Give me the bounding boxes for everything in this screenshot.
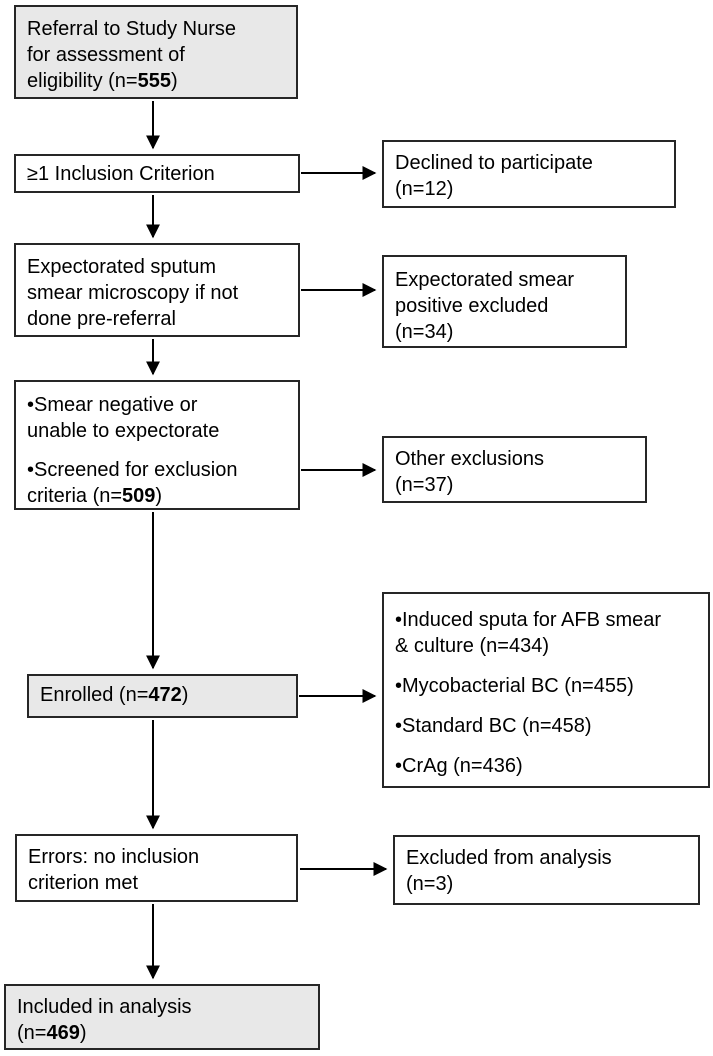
box-text-line: Referral to Study Nurse — [27, 18, 236, 40]
bullet-item: •Smear negative or unable to expectorate — [27, 394, 220, 442]
box-text-line: ≥1 Inclusion Criterion — [27, 163, 215, 185]
box-text-line: Included in analysis — [17, 996, 192, 1018]
bullet-item: •Standard BC (n=458) — [395, 715, 592, 737]
box-text-line: (n=37) — [395, 474, 454, 496]
box-text-line: (n=469) — [17, 1022, 87, 1044]
box-screened: •Smear negative or unable to expectorate… — [14, 380, 300, 510]
bullet-item: •Mycobacterial BC (n=455) — [395, 675, 634, 697]
box-text-line: Other exclusions — [395, 448, 544, 470]
box-excluded-from-analysis: Excluded from analysis (n=3) — [393, 835, 700, 905]
bullet-item: •Induced sputa for AFB smear & culture (… — [395, 609, 662, 657]
bullet-item: •CrAg (n=436) — [395, 755, 523, 777]
box-text-line: for assessment of — [27, 44, 185, 66]
box-text-line: Declined to participate — [395, 152, 593, 174]
box-text-line: Errors: no inclusion — [28, 846, 200, 868]
box-text-line: smear microscopy if not — [27, 282, 239, 304]
n-enrolled-count: 555 — [137, 70, 171, 92]
n-included: 469 — [46, 1022, 80, 1044]
box-sputum-smear: Expectorated sputum smear microscopy if … — [14, 243, 300, 337]
box-errors: Errors: no inclusion criterion met — [15, 834, 298, 902]
box-text-line: Enrolled (n=472) — [40, 684, 189, 706]
box-text-line: Expectorated sputum — [27, 256, 216, 278]
n-enrolled: 472 — [148, 684, 182, 706]
box-included-in-analysis: Included in analysis (n=469) — [4, 984, 320, 1050]
box-text-line: done pre-referral — [27, 308, 176, 330]
bullet-item: •Screened for exclusion criteria (n=509) — [27, 459, 238, 507]
box-declined: Declined to participate (n=12) — [382, 140, 676, 208]
box-text-line: Expectorated smear — [395, 269, 574, 291]
box-referral: Referral to Study Nurse for assessment o… — [14, 5, 298, 99]
box-text-line: (n=3) — [406, 873, 454, 895]
box-text-line: Excluded from analysis — [406, 847, 612, 869]
box-inclusion-criterion: ≥1 Inclusion Criterion — [14, 154, 300, 193]
box-text-line: criterion met — [28, 872, 139, 894]
box-enrolled-tests: •Induced sputa for AFB smear & culture (… — [382, 592, 710, 788]
box-other-exclusions: Other exclusions (n=37) — [382, 436, 647, 503]
box-text-line: (n=12) — [395, 178, 454, 200]
box-text-line: eligibility (n=555) — [27, 70, 178, 92]
box-text-line: (n=34) — [395, 321, 454, 343]
box-text-line: positive excluded — [395, 295, 549, 317]
box-enrolled: Enrolled (n=472) — [27, 674, 298, 718]
box-smear-positive-excluded: Expectorated smear positive excluded (n=… — [382, 255, 627, 348]
n-screened-count: 509 — [122, 485, 156, 507]
